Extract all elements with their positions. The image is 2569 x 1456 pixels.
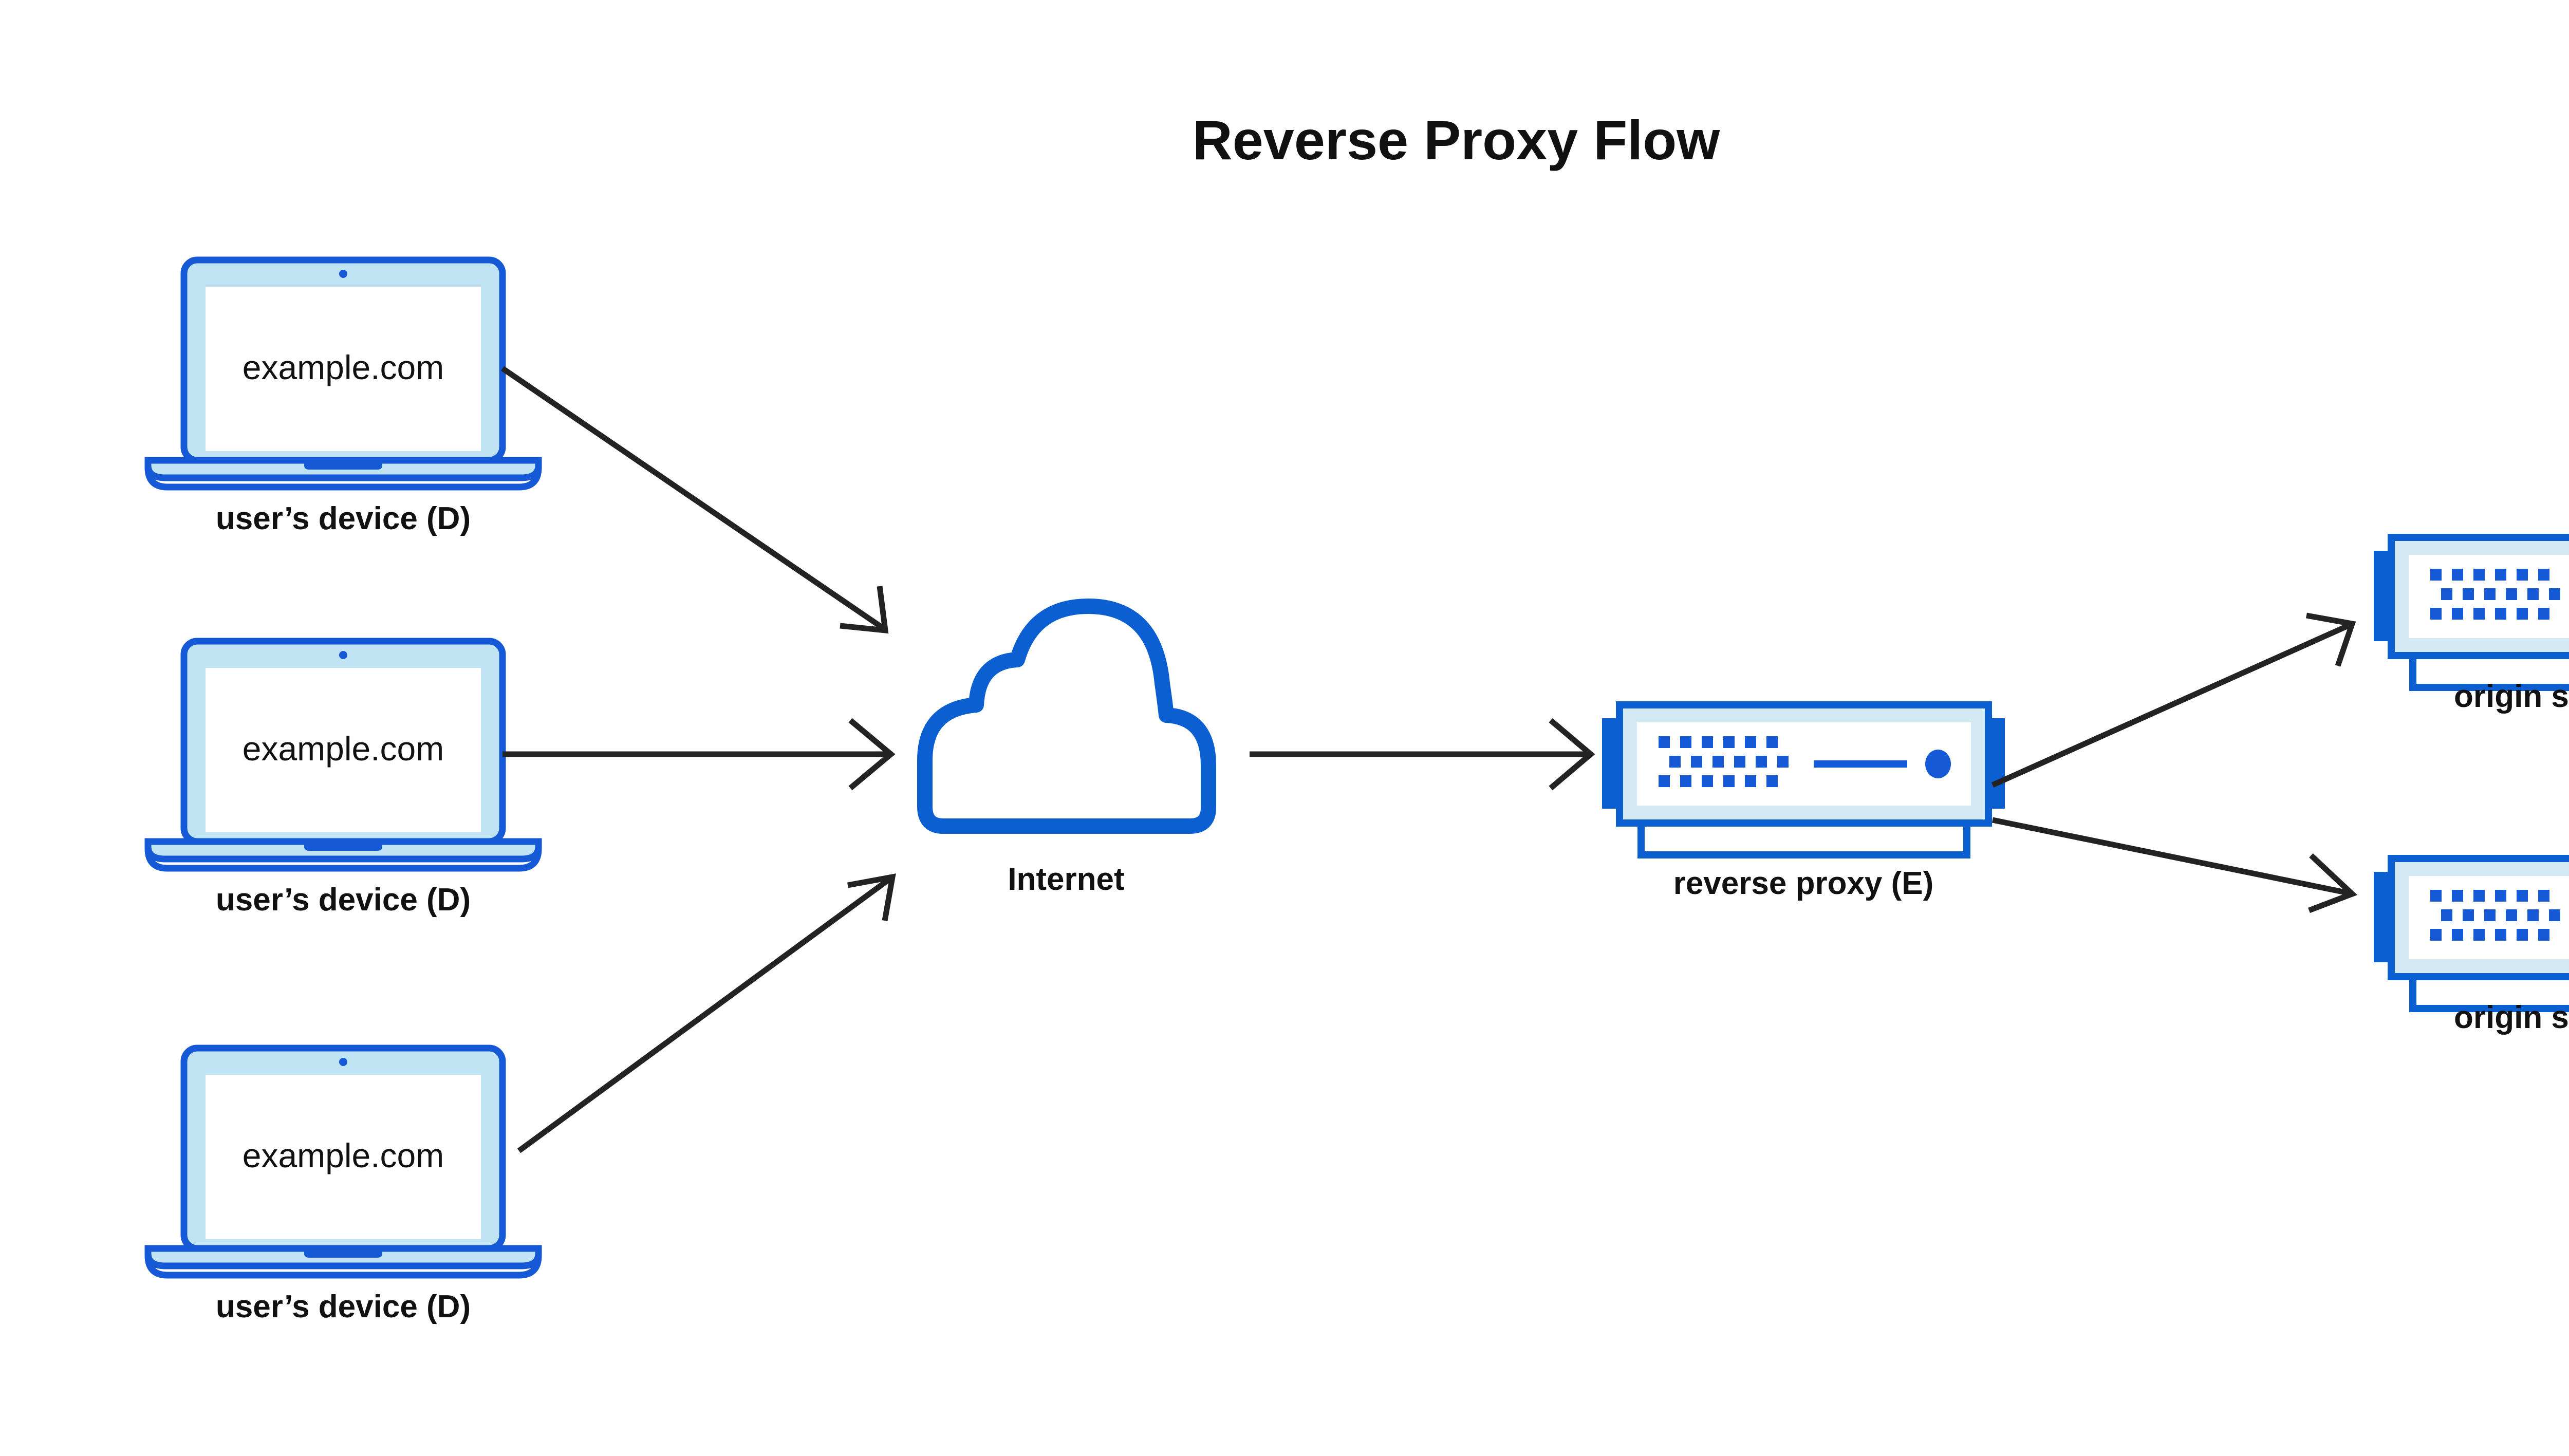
reverse-proxy-server[interactable]: reverse proxy (E) xyxy=(1602,701,2005,901)
server-front-panel xyxy=(1637,722,1971,806)
flow-arrow-device-top-to-internet xyxy=(500,366,889,634)
user-device-bottom[interactable]: example.com user’s device (D) xyxy=(144,1044,542,1324)
origin-server-top[interactable]: origin server (F) xyxy=(2374,534,2569,714)
device-label: user’s device (D) xyxy=(216,1289,471,1324)
cloud-icon xyxy=(917,599,1216,834)
server-port-grid-icon xyxy=(1659,736,1789,787)
server-icon xyxy=(2374,855,2569,1012)
laptop-screen xyxy=(206,287,481,451)
origin-server-bottom[interactable]: origin server (F) xyxy=(2374,855,2569,1035)
laptop-icon xyxy=(144,638,542,872)
cloud-label: Internet xyxy=(1008,862,1124,897)
camera-dot-icon xyxy=(339,270,347,278)
device-label: user’s device (D) xyxy=(216,882,471,918)
user-device-middle[interactable]: example.com user’s device (D) xyxy=(144,638,542,918)
laptop-screen xyxy=(206,1075,481,1239)
flow-arrow-proxy-to-origin-top xyxy=(1991,612,2356,788)
laptop-trackpad-notch xyxy=(304,1248,382,1258)
device-screen-text: example.com xyxy=(243,348,444,386)
camera-dot-icon xyxy=(339,651,347,659)
laptop-icon xyxy=(144,1044,542,1279)
internet-cloud[interactable]: Internet xyxy=(917,599,1216,897)
server-port-grid-icon xyxy=(2430,890,2560,941)
proxy-label: reverse proxy (E) xyxy=(1673,866,1934,901)
server-led-icon xyxy=(1925,750,1951,778)
flow-arrow-device-bottom-to-internet xyxy=(517,873,896,1153)
server-base xyxy=(2409,973,2569,1012)
server-icon xyxy=(1602,701,2005,858)
device-label: user’s device (D) xyxy=(216,501,471,536)
laptop-trackpad-notch xyxy=(304,460,382,470)
device-screen-text: example.com xyxy=(243,730,444,768)
server-icon xyxy=(2374,534,2569,691)
server-port-grid-icon xyxy=(2430,569,2560,620)
camera-dot-icon xyxy=(339,1058,347,1066)
flow-arrow-proxy-to-origin-bottom xyxy=(1991,817,2358,913)
flow-arrow-internet-to-proxy xyxy=(1250,718,1595,791)
flow-arrow-device-middle-to-internet xyxy=(502,718,896,791)
server-base xyxy=(2409,652,2569,691)
page-title: Reverse Proxy Flow xyxy=(1193,109,1720,171)
laptop-trackpad-notch xyxy=(304,842,382,851)
laptop-screen xyxy=(206,668,481,832)
laptop-icon xyxy=(144,256,542,491)
server-base xyxy=(1637,819,1970,858)
user-device-top[interactable]: example.com user’s device (D) xyxy=(144,256,542,536)
device-screen-text: example.com xyxy=(243,1136,444,1174)
origin-label: origin server (F) xyxy=(2454,679,2569,714)
origin-label: origin server (F) xyxy=(2454,1000,2569,1035)
